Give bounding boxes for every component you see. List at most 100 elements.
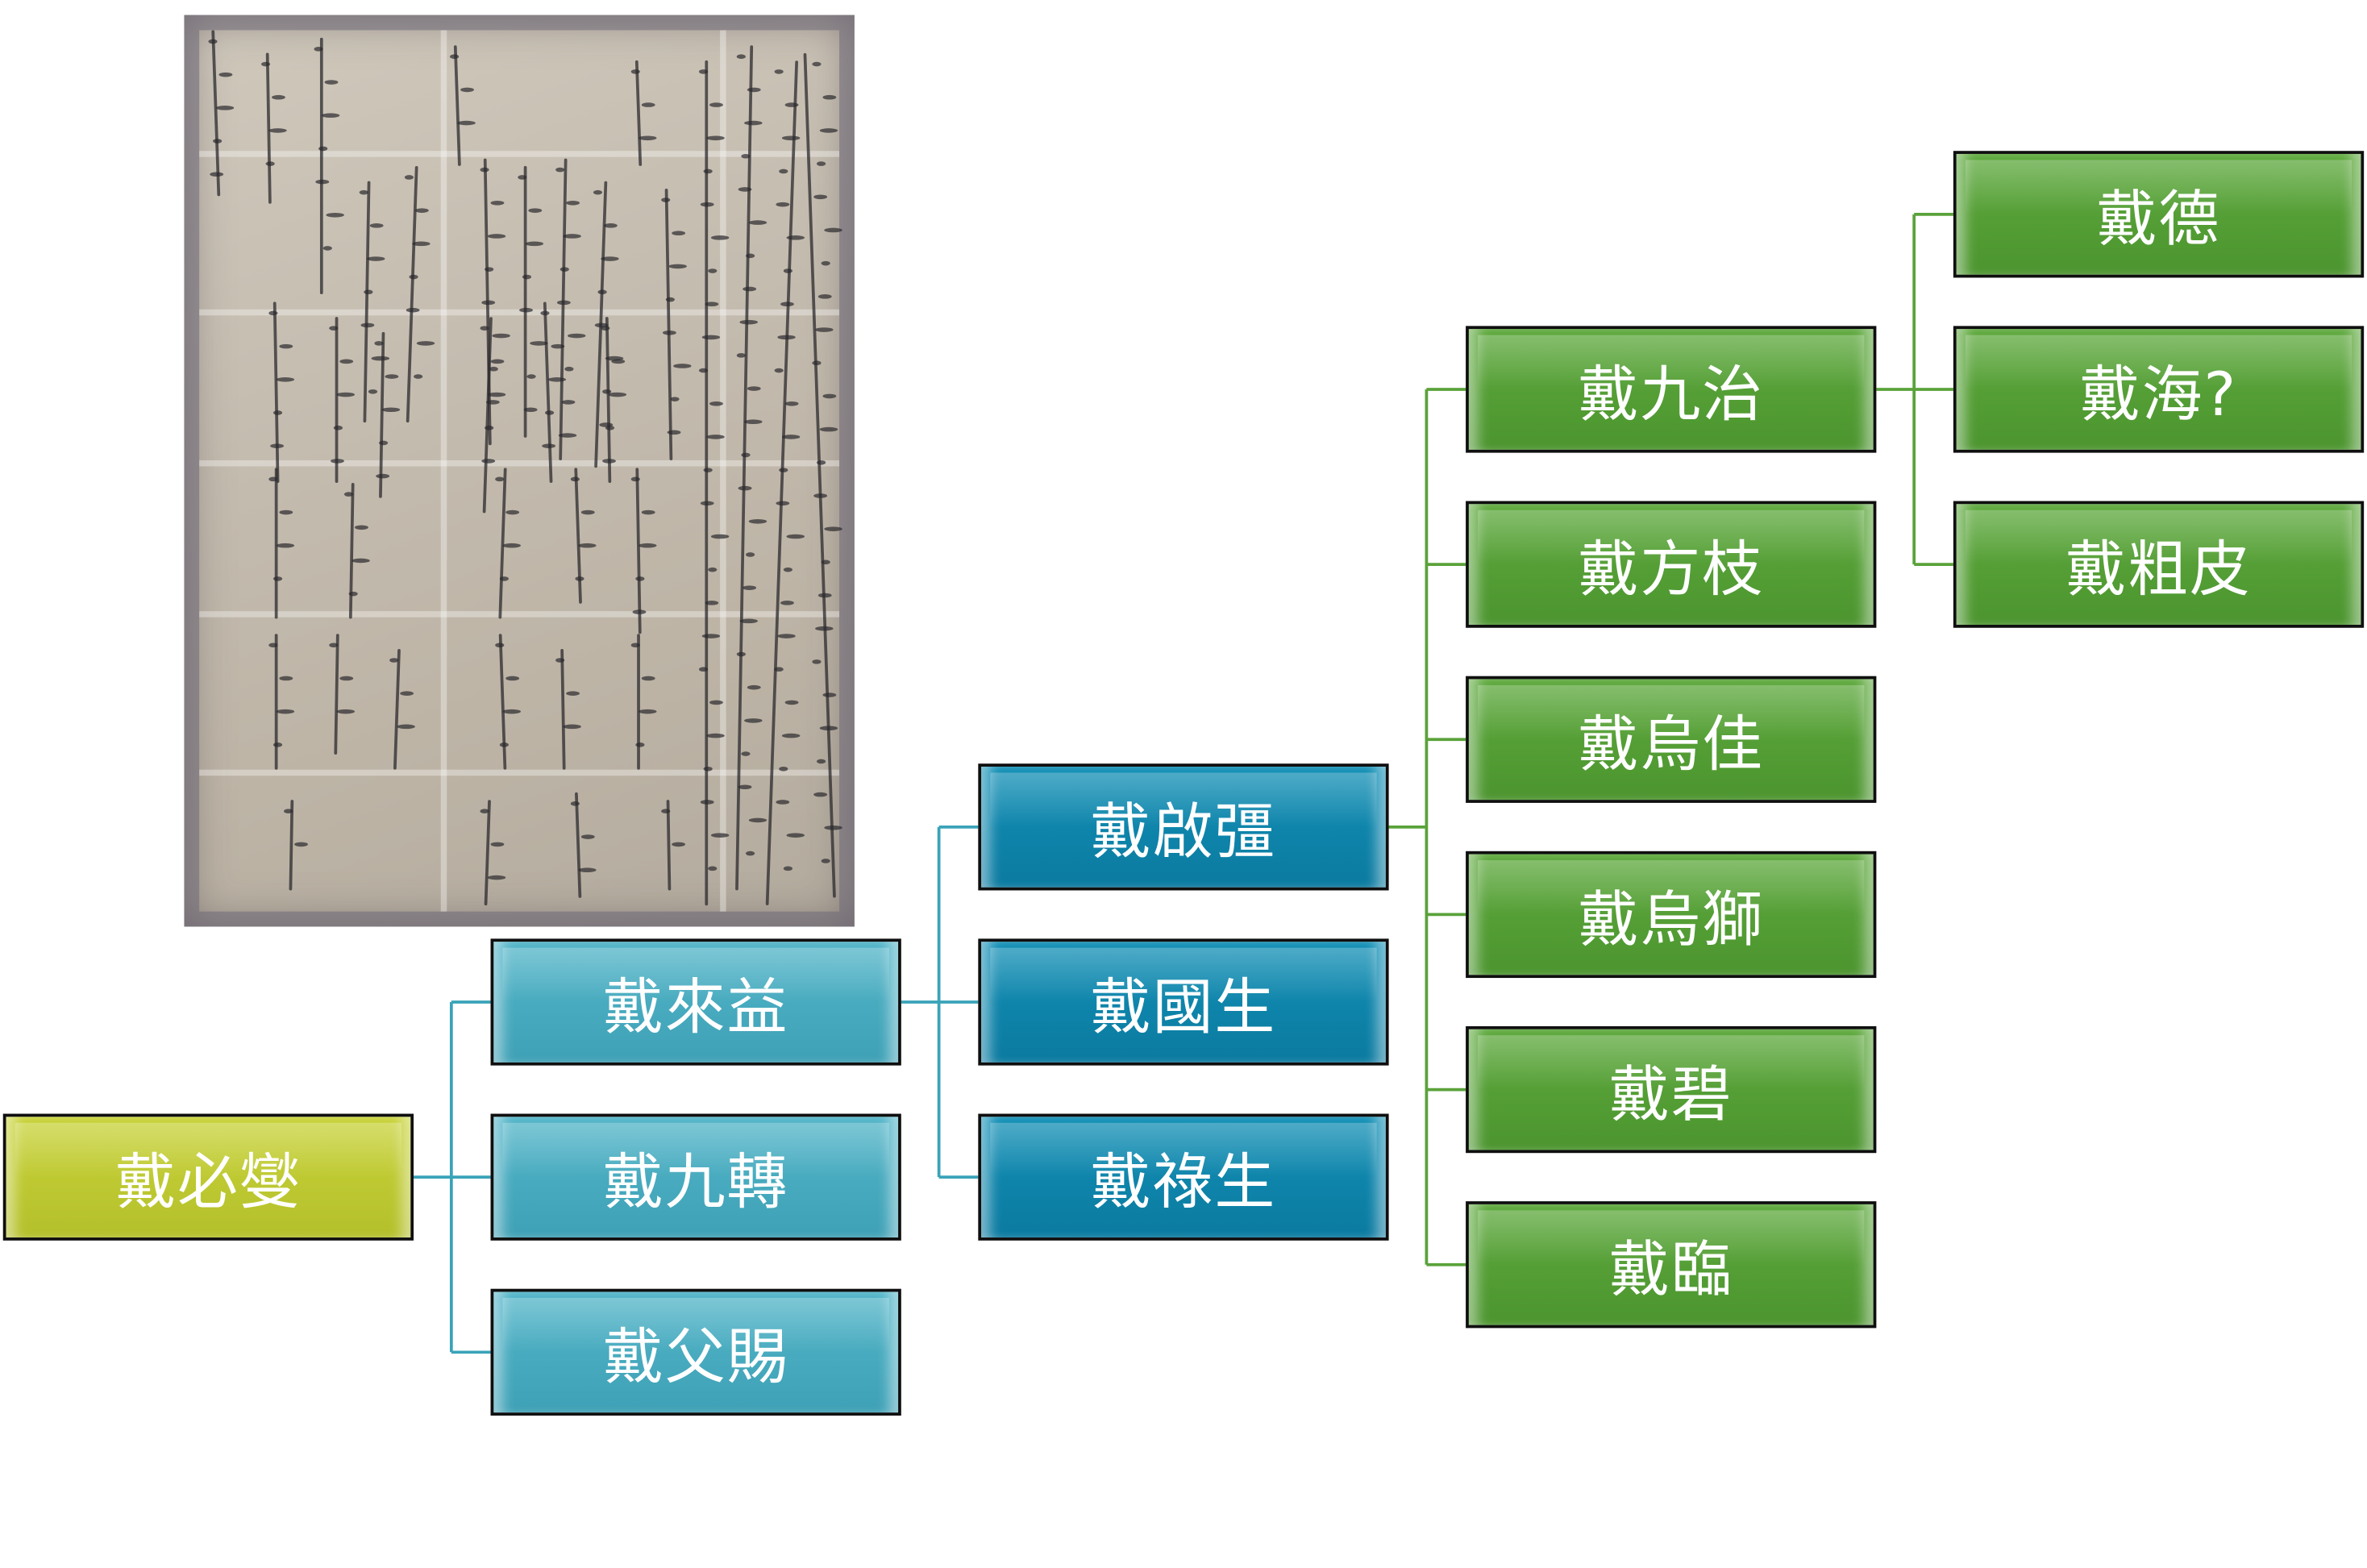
node-gen3[interactable]: 戴烏獅 bbox=[1466, 851, 1877, 979]
ink-mark bbox=[555, 658, 565, 663]
ink-mark bbox=[371, 356, 390, 361]
ink-mark bbox=[331, 459, 344, 464]
ink-mark bbox=[736, 54, 746, 60]
ink-mark bbox=[368, 389, 378, 394]
ink-mark bbox=[495, 476, 505, 482]
ink-mark bbox=[630, 643, 640, 648]
photo-frame bbox=[184, 15, 855, 927]
ink-mark bbox=[389, 658, 399, 663]
ink-mark bbox=[700, 800, 714, 805]
ink-mark bbox=[603, 223, 618, 228]
node-gen3[interactable]: 戴碧 bbox=[1466, 1025, 1877, 1154]
ink-mark bbox=[698, 667, 709, 672]
ink-mark bbox=[706, 733, 725, 738]
ink-mark bbox=[639, 543, 657, 548]
ink-mark bbox=[318, 146, 328, 152]
node-gen1[interactable]: 戴父賜 bbox=[490, 1288, 901, 1416]
ink-mark bbox=[741, 452, 751, 458]
node-label: 戴德 bbox=[2096, 185, 2221, 256]
ink-mark bbox=[738, 485, 752, 491]
ink-mark bbox=[668, 264, 687, 269]
ink-mark bbox=[315, 179, 330, 185]
ink-mark bbox=[661, 198, 671, 202]
ink-mark bbox=[594, 322, 609, 328]
paper-fold bbox=[199, 769, 840, 776]
ink-mark bbox=[736, 651, 746, 657]
ink-mark bbox=[265, 161, 275, 166]
ink-mark bbox=[641, 676, 655, 681]
ink-mark bbox=[593, 189, 603, 195]
ink-mark bbox=[578, 867, 597, 873]
ink-mark bbox=[822, 393, 837, 399]
ink-mark bbox=[276, 377, 295, 382]
ink-mark bbox=[784, 700, 799, 705]
ink-mark bbox=[495, 643, 505, 648]
ink-mark bbox=[662, 330, 676, 335]
node-gen3[interactable]: 戴方枝 bbox=[1466, 501, 1877, 628]
brush-stroke bbox=[274, 468, 278, 619]
node-gen3[interactable]: 戴烏佳 bbox=[1466, 676, 1877, 803]
node-gen2[interactable]: 戴國生 bbox=[978, 938, 1389, 1066]
ink-mark bbox=[519, 307, 533, 313]
ink-mark bbox=[218, 72, 233, 77]
node-label: 戴啟彊 bbox=[1090, 798, 1277, 868]
ink-mark bbox=[783, 567, 793, 572]
node-gen4[interactable]: 戴德 bbox=[1953, 151, 2365, 278]
ink-mark bbox=[481, 300, 496, 306]
ink-mark bbox=[813, 493, 828, 498]
ink-mark bbox=[661, 809, 671, 814]
ink-mark bbox=[416, 341, 435, 346]
ink-mark bbox=[822, 692, 837, 697]
ink-mark bbox=[776, 202, 790, 207]
ink-mark bbox=[268, 310, 278, 316]
ink-mark bbox=[705, 302, 719, 307]
node-root[interactable]: 戴必燮 bbox=[2, 1113, 414, 1241]
ink-mark bbox=[784, 401, 799, 406]
ink-mark bbox=[815, 626, 834, 631]
ink-mark bbox=[489, 366, 498, 372]
node-gen3[interactable]: 戴臨 bbox=[1466, 1201, 1877, 1329]
ink-mark bbox=[279, 343, 293, 349]
node-label: 戴國生 bbox=[1090, 973, 1277, 1043]
node-label: 戴烏獅 bbox=[1578, 885, 1764, 955]
node-gen2[interactable]: 戴祿生 bbox=[978, 1113, 1389, 1241]
ink-mark bbox=[710, 235, 730, 240]
node-gen1[interactable]: 戴九轉 bbox=[490, 1113, 901, 1241]
ink-mark bbox=[672, 842, 686, 847]
node-gen1[interactable]: 戴來益 bbox=[490, 938, 901, 1066]
node-gen2[interactable]: 戴啟彊 bbox=[978, 763, 1389, 891]
ink-mark bbox=[672, 231, 686, 236]
node-gen4[interactable]: 戴海? bbox=[1953, 326, 2365, 453]
ink-mark bbox=[605, 356, 624, 361]
document-photo bbox=[184, 15, 855, 927]
connector-line bbox=[1388, 388, 1466, 1266]
ink-mark bbox=[215, 106, 235, 110]
ink-mark bbox=[540, 310, 550, 316]
ink-mark bbox=[499, 576, 509, 581]
node-gen4[interactable]: 戴粗皮 bbox=[1953, 501, 2365, 628]
ink-mark bbox=[414, 374, 423, 379]
ink-mark bbox=[355, 525, 368, 530]
ink-mark bbox=[698, 368, 709, 373]
ink-mark bbox=[602, 459, 616, 464]
ink-mark bbox=[279, 676, 293, 681]
ink-mark bbox=[485, 400, 500, 405]
ink-mark bbox=[400, 691, 414, 696]
ink-mark bbox=[487, 875, 506, 880]
ink-mark bbox=[706, 135, 725, 141]
ink-mark bbox=[601, 326, 610, 331]
node-label: 戴碧 bbox=[1608, 1061, 1733, 1131]
node-gen3[interactable]: 戴九治 bbox=[1466, 326, 1877, 453]
ink-mark bbox=[608, 392, 627, 397]
ink-mark bbox=[294, 842, 308, 847]
ink-mark bbox=[739, 319, 758, 325]
ink-mark bbox=[744, 419, 763, 425]
ink-mark bbox=[813, 792, 828, 797]
ink-mark bbox=[745, 253, 755, 259]
ink-mark bbox=[774, 69, 784, 74]
ink-mark bbox=[272, 410, 283, 415]
ink-mark bbox=[745, 851, 755, 856]
ink-mark bbox=[703, 766, 713, 772]
ink-mark bbox=[492, 333, 510, 339]
